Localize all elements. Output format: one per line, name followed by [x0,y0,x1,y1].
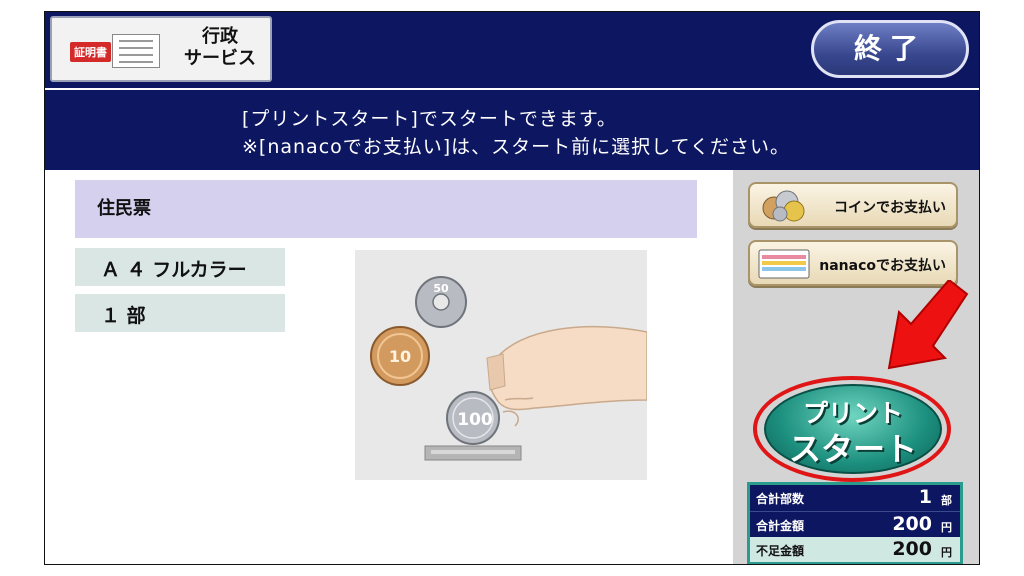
instruction-line2: ※[nanacoでお支払い]は、スタート前に選択してください。 [242,136,791,158]
document-title: 住民票 [97,198,151,219]
coin-50-label: 50 [433,282,449,295]
payment-panel: コインでお支払い nanacoでお支払い プリント スタート 合計部数 1 部 [733,170,979,564]
nanaco-card-icon [758,249,810,279]
red-arrow-icon [887,280,969,370]
certificate-tag: 証明書 [70,42,111,62]
coin-insert-illustration: 50 10 100 [355,250,648,480]
print-option-copies: １ 部 [75,294,285,332]
print-start-label-line2: スタート [788,430,917,468]
coin-payment-button[interactable]: コインでお支払い [748,182,958,228]
summary-row-copies: 合計部数 1 部 [750,485,960,510]
nanaco-payment-button[interactable]: nanacoでお支払い [748,240,958,286]
coin-100-label: 100 [457,410,493,430]
start-highlight-ring [753,376,951,482]
instruction-banner: [プリントスタート]でスタートできます。 ※[nanacoでお支払い]は、スター… [45,90,979,170]
content-area: 住民票 Ａ ４ フルカラー １ 部 50 [45,170,733,564]
nanaco-payment-label: nanacoでお支払い [819,258,946,274]
coins-icon [762,190,805,222]
summary-row-shortage: 不足金額 200 円 [750,537,960,562]
top-bar: 証明書 行政 サービス 終了 [45,12,979,88]
coin-50-icon: 50 [415,276,467,328]
hand-coin-icon: 50 10 100 [370,276,648,461]
payment-summary: 合計部数 1 部 合計金額 200 円 不足金額 200 円 [747,482,963,564]
print-start-label-line1: プリント [802,399,903,428]
document-title-bar: 住民票 [75,180,697,238]
print-option-paper: Ａ ４ フルカラー [75,248,285,286]
service-label-line2: サービス [184,48,256,69]
coin-10-icon: 10 [370,326,430,386]
coin-100-icon: 100 [446,391,500,445]
coin-payment-label: コインでお支払い [834,200,946,216]
instruction-line1: [プリントスタート]でスタートできます。 [242,108,617,130]
summary-row-total: 合計金額 200 円 [750,511,960,537]
print-start-button[interactable]: プリント スタート [764,384,942,474]
government-services-button[interactable]: 証明書 行政 サービス [50,16,272,82]
end-button[interactable]: 終了 [811,20,969,78]
document-icon [112,34,160,68]
coin-10-label: 10 [389,347,411,366]
kiosk-screen: 証明書 行政 サービス 終了 [プリントスタート]でスタートできます。 ※[na… [44,11,980,565]
service-label-line1: 行政 [202,26,238,47]
